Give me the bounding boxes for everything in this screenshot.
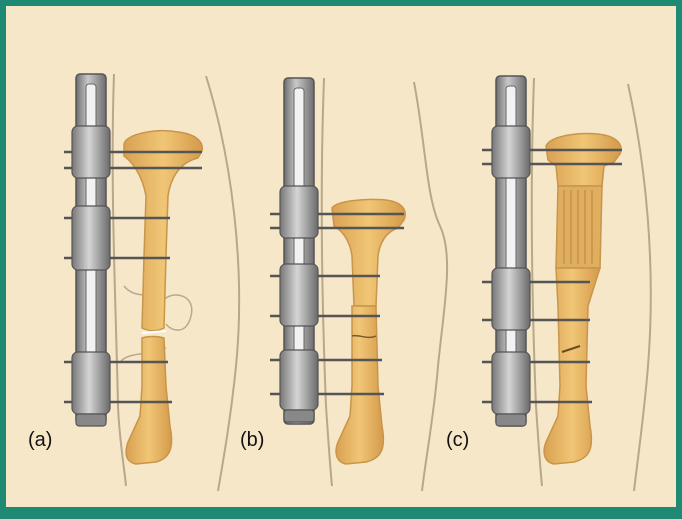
- panel-b: [270, 78, 447, 491]
- tibia-distal: [544, 268, 600, 464]
- skin-outline-left: [113, 74, 126, 486]
- clamps: [492, 126, 530, 426]
- skin-outline-right: [628, 84, 651, 491]
- skin-outline-right: [414, 82, 447, 491]
- tibia-proximal-fragment: [124, 131, 202, 331]
- skin-outline-left: [322, 78, 332, 486]
- tibia-shaft: [336, 306, 383, 464]
- tibia-proximal: [332, 199, 405, 306]
- clamps: [280, 186, 318, 422]
- tibia-proximal: [546, 134, 621, 187]
- panel-label-c: (c): [446, 430, 469, 450]
- regenerate-bone: [556, 186, 602, 268]
- panel-c: [482, 76, 651, 491]
- skin-outline-right: [206, 76, 239, 491]
- osteotomy-gap: [142, 331, 166, 333]
- panel-label-b: (b): [240, 430, 264, 450]
- panel-label-a: (a): [28, 430, 52, 450]
- panel-a: [64, 74, 239, 491]
- fixator-diagram: [6, 6, 682, 519]
